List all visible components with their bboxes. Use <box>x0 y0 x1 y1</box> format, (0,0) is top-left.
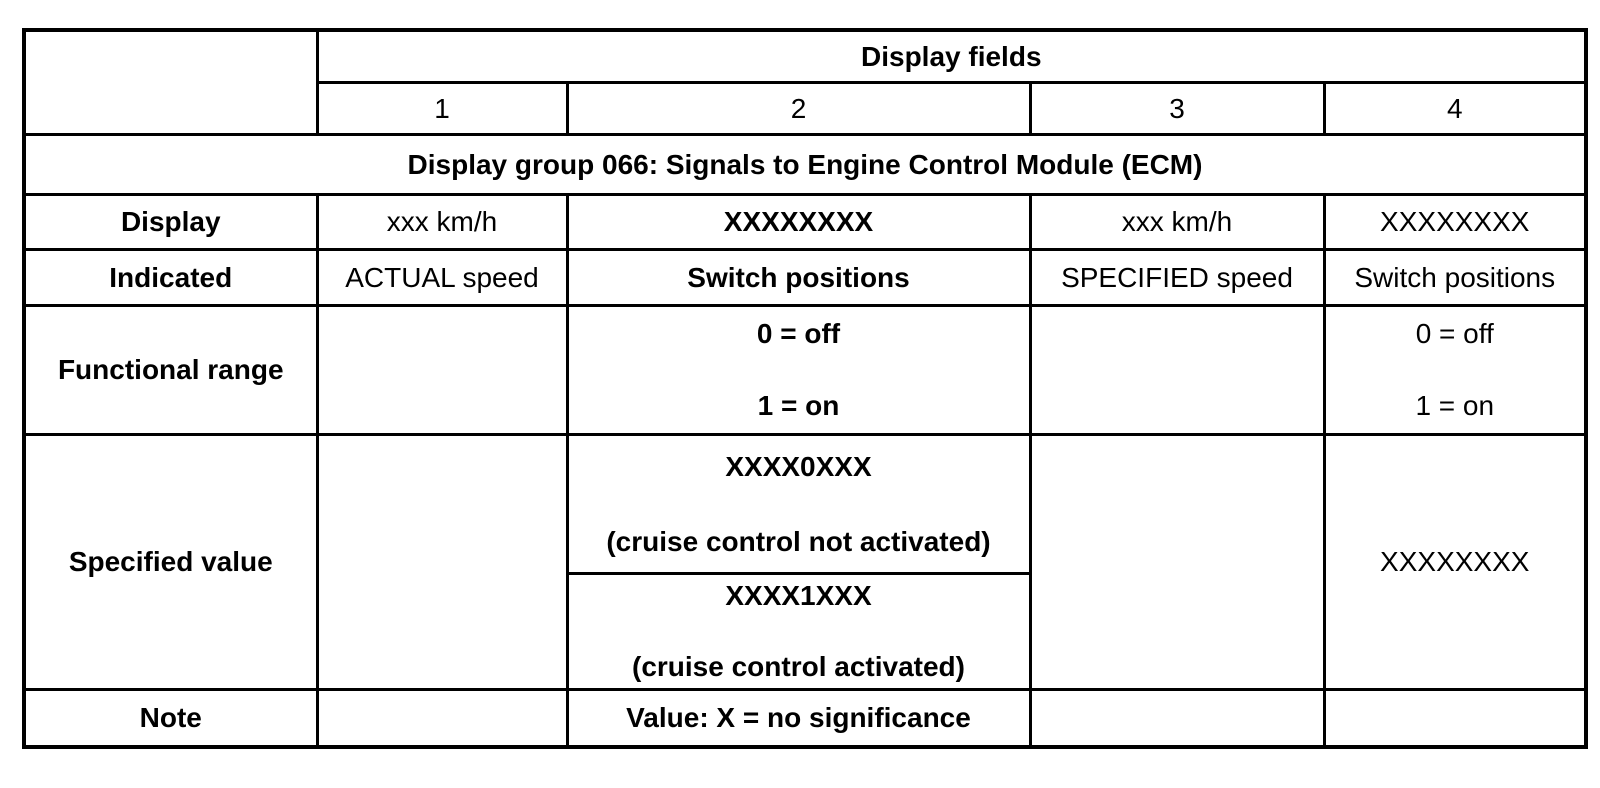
display-field3-value: xxx km/h <box>1028 192 1326 251</box>
note-field2-value: Value: X = no significance <box>565 687 1032 749</box>
note-row: Note Value: X = no significance <box>22 687 1588 749</box>
specified-value-field2-case2: XXXX1XXX (cruise control activated) <box>565 571 1032 691</box>
column-header-4: 4 <box>1322 80 1588 136</box>
specified-value-row-case2: XXXX1XXX (cruise control activated) <box>24 571 1586 691</box>
indicated-field1-value: ACTUAL speed <box>315 247 569 307</box>
functional-range-field4-line2: 1 = on <box>1415 390 1495 421</box>
functional-range-field2-line1: 0 = off <box>756 318 841 349</box>
functional-range-field2-values: 0 = off 1 = on <box>565 303 1032 436</box>
functional-range-row: Functional range 0 = off 1 = on 0 = off … <box>22 303 1588 436</box>
specified-value-case1-note: (cruise control not activated) <box>606 525 991 557</box>
display-field1-value: xxx km/h <box>315 192 569 251</box>
measuring-blocks-table: Display fields 1 2 3 4 Display group 066… <box>22 28 1589 749</box>
functional-range-field4-values: 0 = off 1 = on <box>1322 303 1588 436</box>
note-field1-empty <box>315 687 569 749</box>
row-label-specified-value: Specified value <box>22 432 319 691</box>
display-row: Display xxx km/h XXXXXXXX xxx km/h XXXXX… <box>22 192 1588 251</box>
specified-value-field3-empty <box>1028 432 1326 691</box>
note-field4-empty <box>1322 687 1588 749</box>
header-row-title: Display fields <box>22 28 1588 136</box>
specified-value-row-case1: Specified value XXXX0XXX (cruise control… <box>22 432 1588 691</box>
column-header-1: 1 <box>315 80 569 136</box>
display-field4-value: XXXXXXXX <box>1322 192 1588 251</box>
functional-range-field4-line1: 0 = off <box>1415 318 1494 349</box>
display-field2-value: XXXXXXXX <box>565 192 1032 251</box>
row-label-note: Note <box>22 687 319 749</box>
specified-value-case2-note: (cruise control activated) <box>632 651 965 682</box>
display-group-title: Display group 066: Signals to Engine Con… <box>22 132 1588 196</box>
header-row-numbers: 1 2 3 4 <box>24 80 1588 136</box>
indicated-field2-value: Switch positions <box>565 247 1032 307</box>
indicated-row: Indicated ACTUAL speed Switch positions … <box>22 247 1588 307</box>
corner-empty-cell <box>22 28 319 136</box>
display-fields-header: Display fields <box>315 28 1588 84</box>
row-label-display: Display <box>22 192 319 251</box>
functional-range-field2-line2: 1 = on <box>757 390 840 421</box>
indicated-field4-value: Switch positions <box>1322 247 1588 307</box>
display-group-row: Display group 066: Signals to Engine Con… <box>22 132 1588 196</box>
row-label-functional-range: Functional range <box>22 303 319 436</box>
specified-value-case2-value: XXXX1XXX <box>725 580 872 611</box>
row-label-indicated: Indicated <box>22 247 319 307</box>
column-header-3: 3 <box>1028 80 1326 136</box>
column-header-2: 2 <box>565 80 1032 136</box>
indicated-field3-value: SPECIFIED speed <box>1028 247 1326 307</box>
specified-value-case1-value: XXXX0XXX <box>725 450 872 482</box>
functional-range-field1-empty <box>315 303 569 436</box>
specified-value-field2-case1: XXXX0XXX (cruise control not activated) <box>565 432 1032 575</box>
specified-value-field4-value: XXXXXXXX <box>1322 432 1588 691</box>
functional-range-field3-empty <box>1028 303 1326 436</box>
note-field3-empty <box>1028 687 1326 749</box>
specified-value-field1-empty <box>315 432 569 691</box>
